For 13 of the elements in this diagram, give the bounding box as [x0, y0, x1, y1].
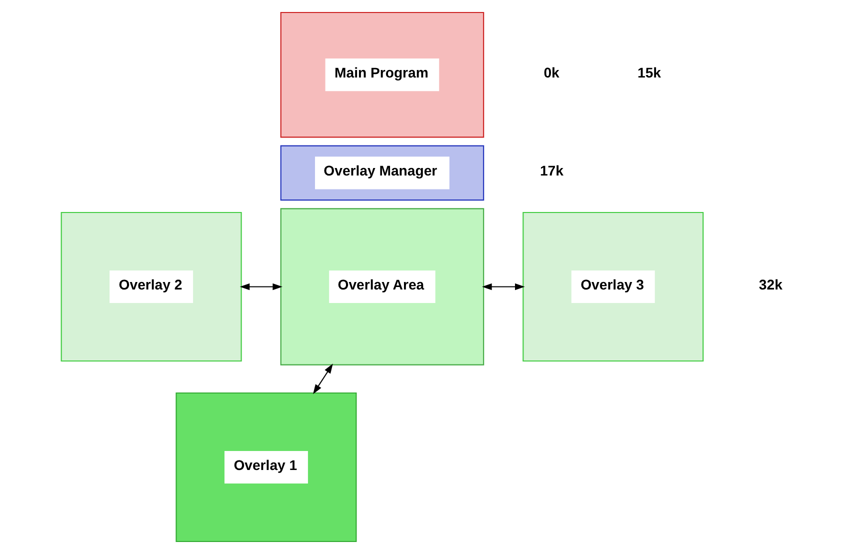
- node-box: Overlay Area: [280, 208, 484, 366]
- arrow: [312, 364, 332, 394]
- label: 0k: [543, 64, 559, 80]
- label: 15k: [637, 64, 661, 80]
- arrow: [482, 283, 524, 290]
- node-box: Overlay Manager: [280, 145, 484, 201]
- label: 17k: [539, 162, 563, 179]
- node-box: Overlay 3: [522, 212, 704, 362]
- arrow: [239, 283, 282, 290]
- label: 32k: [758, 276, 782, 292]
- node-box: Main Program: [280, 12, 484, 138]
- node-box: Overlay 1: [175, 392, 356, 542]
- node-box: Overlay 2: [60, 212, 242, 362]
